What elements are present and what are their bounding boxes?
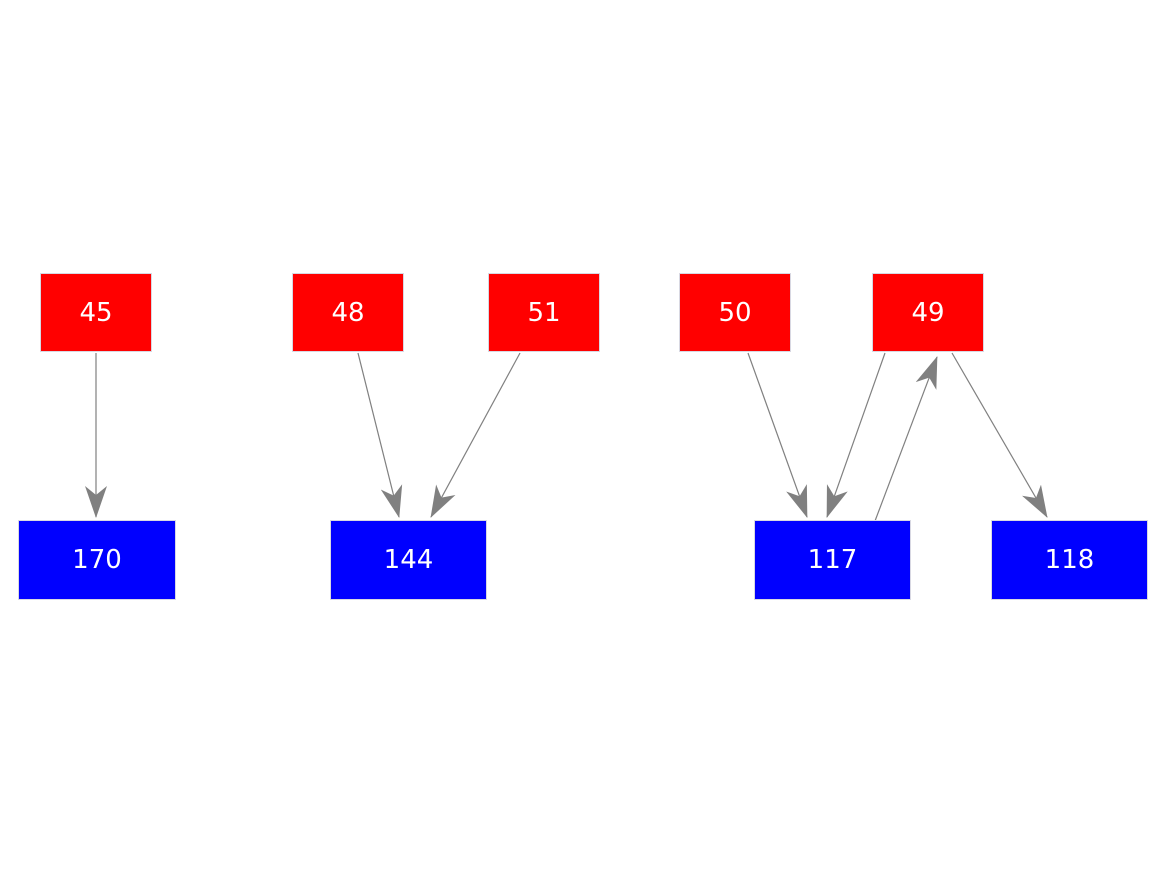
node-45: 45 — [40, 273, 152, 352]
node-label: 117 — [807, 545, 858, 575]
edge-117-to-49 — [874, 356, 938, 522]
node-51: 51 — [488, 273, 600, 352]
node-label: 50 — [718, 297, 752, 328]
node-label: 144 — [383, 545, 434, 575]
edge-49-to-117 — [826, 352, 886, 518]
edge-51-to-144 — [430, 352, 521, 518]
node-label: 48 — [331, 297, 365, 328]
node-118: 118 — [991, 520, 1148, 600]
edge-48-to-144 — [357, 352, 403, 518]
node-170: 170 — [18, 520, 176, 600]
node-117: 117 — [754, 520, 911, 600]
node-label: 51 — [527, 297, 561, 328]
node-label: 118 — [1044, 545, 1095, 575]
node-48: 48 — [292, 273, 404, 352]
edge-49-to-118 — [951, 352, 1048, 518]
node-50: 50 — [679, 273, 791, 352]
node-49: 49 — [872, 273, 984, 352]
edge-50-to-117 — [747, 352, 808, 518]
node-144: 144 — [330, 520, 487, 600]
node-label: 170 — [72, 545, 122, 575]
node-label: 45 — [79, 297, 113, 328]
node-label: 49 — [911, 297, 945, 328]
